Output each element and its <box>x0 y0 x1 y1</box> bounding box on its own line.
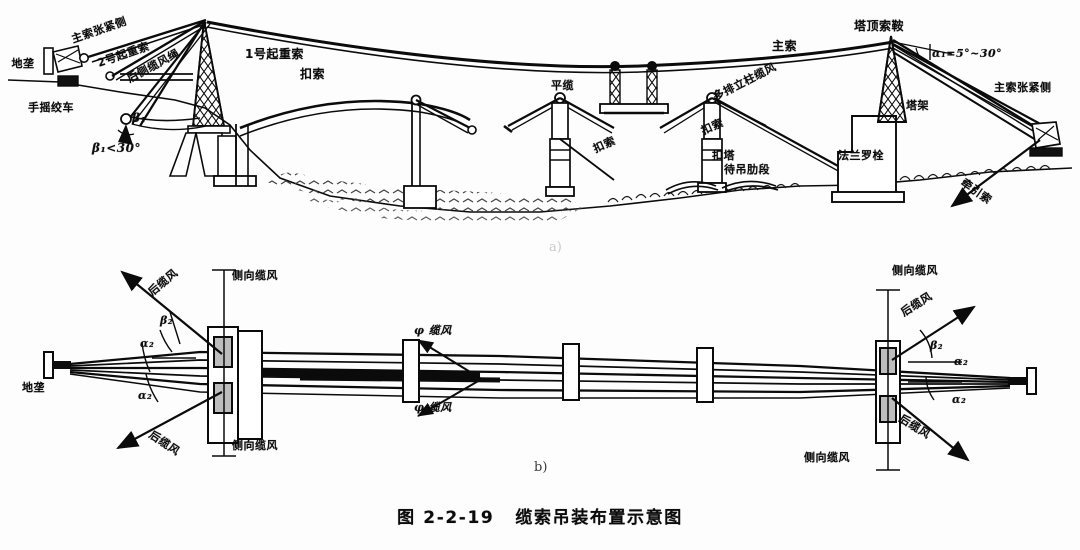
panel-b-letter: b) <box>534 460 548 475</box>
label-plan-alpha2-lower-left: α₂ <box>138 389 153 402</box>
caption-number: 图 2-2-19 <box>397 508 495 528</box>
right-backstay-cable-fan <box>892 38 1045 141</box>
label-plan-beta2-left: β₂ <box>160 314 174 327</box>
center-right-anchor-tower <box>659 92 767 193</box>
left-pier <box>168 132 257 187</box>
left-deck-line <box>120 73 193 81</box>
label-hand-winch: 手摇绞车 <box>28 101 74 114</box>
plan-left-ground-anchor <box>43 351 71 379</box>
plan-right-lateral-axis <box>876 289 900 471</box>
label-plan-lateral-guy-lower-left: 侧向缆风 <box>232 439 278 452</box>
label-plan-beta2-right: β₂ <box>930 339 944 352</box>
plan-phi-guy-arrows <box>417 339 481 417</box>
label-anchor-tower: 扣塔 <box>712 149 735 162</box>
label-rib-segment-to-lift: 待吊肋段 <box>724 163 770 176</box>
label-plan-lateral-guy-upper-left: 侧向缆风 <box>232 269 278 282</box>
label-plan-phi-guy-lower: φ 缆风 <box>414 401 452 414</box>
hoist-blocks-center <box>599 61 669 115</box>
label-beta1-symbol: β₁ <box>132 111 147 125</box>
label-ground-anchor-left: 地垄 <box>11 57 35 70</box>
label-tower-frame: 塔架 <box>906 99 929 112</box>
label-plan-lateral-guy-lower-right: 侧向缆风 <box>804 451 850 464</box>
label-beta1-condition: β₁<30° <box>92 141 141 155</box>
panel-b-plan <box>43 269 1037 471</box>
right-pier-flange <box>831 115 905 203</box>
label-flat-cable: 平缆 <box>551 79 574 92</box>
center-left-anchor-tower <box>503 92 615 197</box>
label-plan-ground-anchor-left: 地垄 <box>22 381 45 394</box>
right-tower-frame <box>876 35 908 123</box>
figure-caption: 图 2-2-19 缆索吊装布置示意图 <box>0 508 1080 528</box>
label-plan-alpha2-upper-left: α₂ <box>140 337 155 350</box>
label-plan-phi-guy-upper: φ 缆风 <box>414 324 452 337</box>
plan-cable-bundle <box>69 350 1011 399</box>
rib-segment-on-ground <box>665 180 779 195</box>
caption-title: 缆索吊装布置示意图 <box>515 508 683 528</box>
plan-right-ground-anchor <box>1008 367 1037 395</box>
left-cable-fan <box>87 18 211 131</box>
label-plan-alpha2-lower-right: α₂ <box>952 393 967 406</box>
label-main-cable-tension-side-right: 主索张紧侧 <box>994 81 1052 94</box>
multi-row-column-guy-line <box>713 97 861 183</box>
plan-right-angle-arcs <box>908 329 962 401</box>
label-plan-lateral-guy-upper-right: 侧向缆风 <box>892 264 938 277</box>
panel-a-elevation <box>7 18 1073 224</box>
left-mast-tower <box>187 19 231 134</box>
label-anchor-cable-top: 扣索 <box>300 67 326 81</box>
arch-erection-derrick <box>403 94 477 209</box>
label-main-cable: 主索 <box>772 39 798 53</box>
beta1-angle-marker <box>117 113 135 145</box>
plan-right-rear-guy-arrows <box>891 305 976 462</box>
left-anchorage-assembly <box>43 45 115 87</box>
label-plan-alpha2-upper-right: α₂ <box>954 355 969 368</box>
panel-a-letter: a) <box>549 240 562 255</box>
plan-intermediate-piers <box>402 339 714 403</box>
label-flange-bolt: 法兰罗栓 <box>838 149 884 162</box>
plan-left-lateral-axis <box>212 269 236 457</box>
plan-left-rear-guy-arrows <box>116 270 223 450</box>
label-tower-top-saddle: 塔顶索鞍 <box>854 19 905 33</box>
right-ground-anchor-block <box>1029 121 1063 157</box>
plan-left-angle-arcs <box>141 311 196 403</box>
traction-cable-arrow <box>950 139 1041 208</box>
label-lifting-cable-1: 1号起重索 <box>245 47 304 61</box>
label-alpha1-range: α₁=5°~30° <box>932 47 1003 60</box>
plan-left-tower-footprint <box>207 326 263 444</box>
